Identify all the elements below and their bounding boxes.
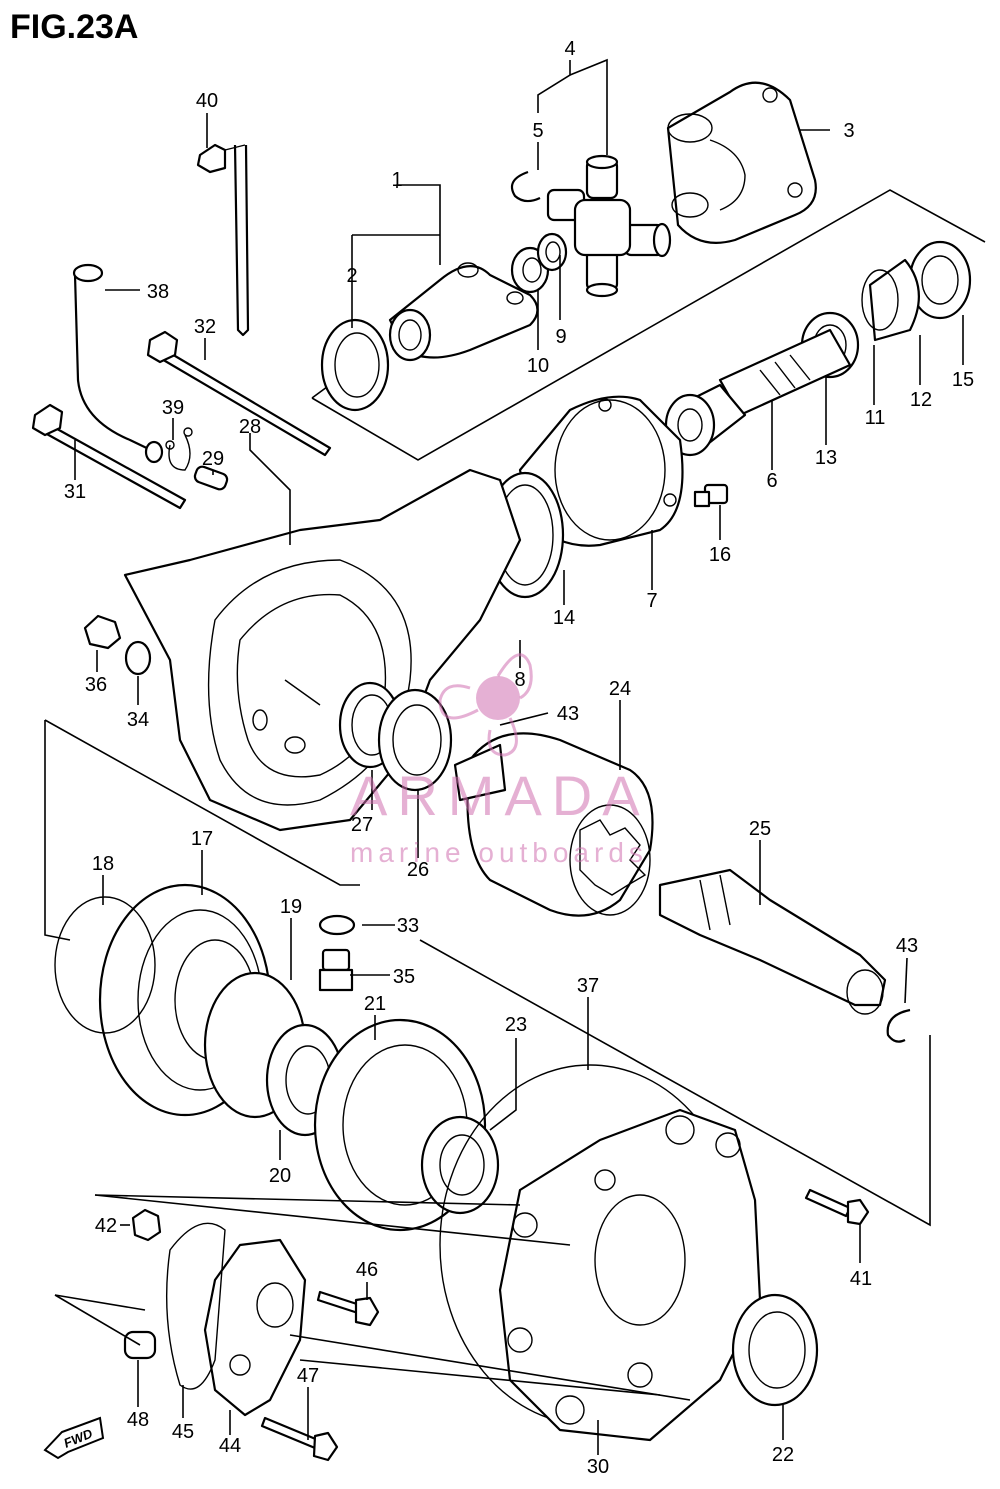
differential-carrier [123, 468, 522, 832]
snap-ring [510, 170, 541, 203]
washer-33 [318, 914, 356, 936]
callout-24: 24 [609, 678, 631, 700]
differential-case-30 [439, 1064, 762, 1442]
washer-34 [124, 640, 152, 676]
callout-9: 9 [555, 326, 566, 348]
callout-45: 45 [172, 1421, 194, 1443]
callout-46: 46 [356, 1259, 378, 1281]
callout-20: 20 [269, 1165, 291, 1187]
forward-arrow: FWD [43, 1416, 105, 1460]
flange-yoke [666, 81, 817, 244]
gasket-45 [165, 1222, 226, 1390]
callout-29: 29 [202, 448, 224, 470]
gasket-18 [54, 896, 156, 1034]
callout-38: 38 [147, 281, 169, 303]
callout-44: 44 [219, 1435, 241, 1457]
bolt-32 [146, 330, 332, 457]
differential-group-frame [44, 719, 931, 1227]
callout-6: 6 [766, 470, 777, 492]
callout-22: 22 [772, 1444, 794, 1466]
callout-14: 14 [553, 607, 575, 629]
callout-16: 16 [709, 544, 731, 566]
bolt-16 [693, 483, 729, 508]
callout-labels: 1 2 3 4 5 6 7 8 9 10 11 12 13 14 15 16 1… [64, 38, 974, 1478]
callout-26: 26 [407, 859, 429, 881]
bolt-41 [804, 1188, 870, 1226]
bolt-47 [260, 1416, 339, 1462]
callout-27: 27 [351, 814, 373, 836]
callout-12: 12 [910, 389, 932, 411]
callout-18: 18 [92, 853, 114, 875]
callout-30: 30 [587, 1456, 609, 1478]
seal-23 [420, 1115, 500, 1215]
callout-7: 7 [646, 590, 657, 612]
callout-36: 36 [85, 674, 107, 696]
callout-15: 15 [952, 369, 974, 391]
axle-housing-tube [485, 395, 684, 599]
drive-pinion [664, 328, 852, 457]
callout-40: 40 [196, 90, 218, 112]
callout-4: 4 [564, 38, 575, 60]
callout-5: 5 [532, 120, 543, 142]
oil-seal [320, 318, 390, 412]
callout-47: 47 [297, 1365, 319, 1387]
figure-title: FIG.23A [10, 8, 138, 46]
nut-42 [131, 1208, 162, 1242]
callout-43b: 43 [896, 935, 918, 957]
cover-44 [203, 1238, 307, 1417]
callout-23: 23 [505, 1014, 527, 1036]
plug-36 [83, 614, 122, 650]
callout-32: 32 [194, 316, 216, 338]
breather-hose [72, 263, 164, 464]
callout-1: 1 [391, 169, 402, 191]
callout-34: 34 [127, 709, 149, 731]
callout-28: 28 [239, 416, 261, 438]
callout-10: 10 [527, 355, 549, 377]
axle-shaft-25 [658, 868, 887, 1015]
callout-21: 21 [364, 993, 386, 1015]
watermark-brand: ARMADA [350, 764, 650, 827]
callout-3: 3 [843, 120, 854, 142]
callout-35: 35 [393, 966, 415, 988]
callout-42: 42 [95, 1215, 117, 1237]
watermark: ARMADA marine outboards [350, 653, 650, 868]
callout-37: 37 [577, 975, 599, 997]
callout-11: 11 [865, 407, 886, 429]
callout-8: 8 [514, 669, 525, 691]
companion-flange [388, 262, 539, 362]
callout-25: 25 [749, 818, 771, 840]
callout-43a: 43 [557, 703, 579, 725]
plug-35 [318, 948, 354, 992]
callout-33: 33 [397, 915, 419, 937]
bolt-31 [31, 403, 187, 510]
snap-ring-43b [886, 1008, 911, 1043]
universal-joint-spider [546, 154, 672, 298]
leader-lines [54, 58, 964, 1455]
breather-pipe [196, 143, 250, 337]
callout-2: 2 [346, 265, 357, 287]
watermark-tagline: marine outboards [350, 837, 648, 868]
callout-31: 31 [64, 481, 86, 503]
seal-22 [731, 1293, 819, 1407]
callout-17: 17 [191, 828, 213, 850]
callout-19: 19 [280, 896, 302, 918]
side-bearing-26 [377, 688, 453, 792]
callout-13: 13 [815, 447, 837, 469]
callout-48: 48 [127, 1409, 149, 1431]
callout-41: 41 [850, 1268, 872, 1290]
callout-39: 39 [162, 397, 184, 419]
bolt-46 [316, 1290, 380, 1327]
clip-39 [165, 427, 193, 471]
washers [510, 232, 568, 294]
lock-sleeve-24 [453, 732, 654, 917]
